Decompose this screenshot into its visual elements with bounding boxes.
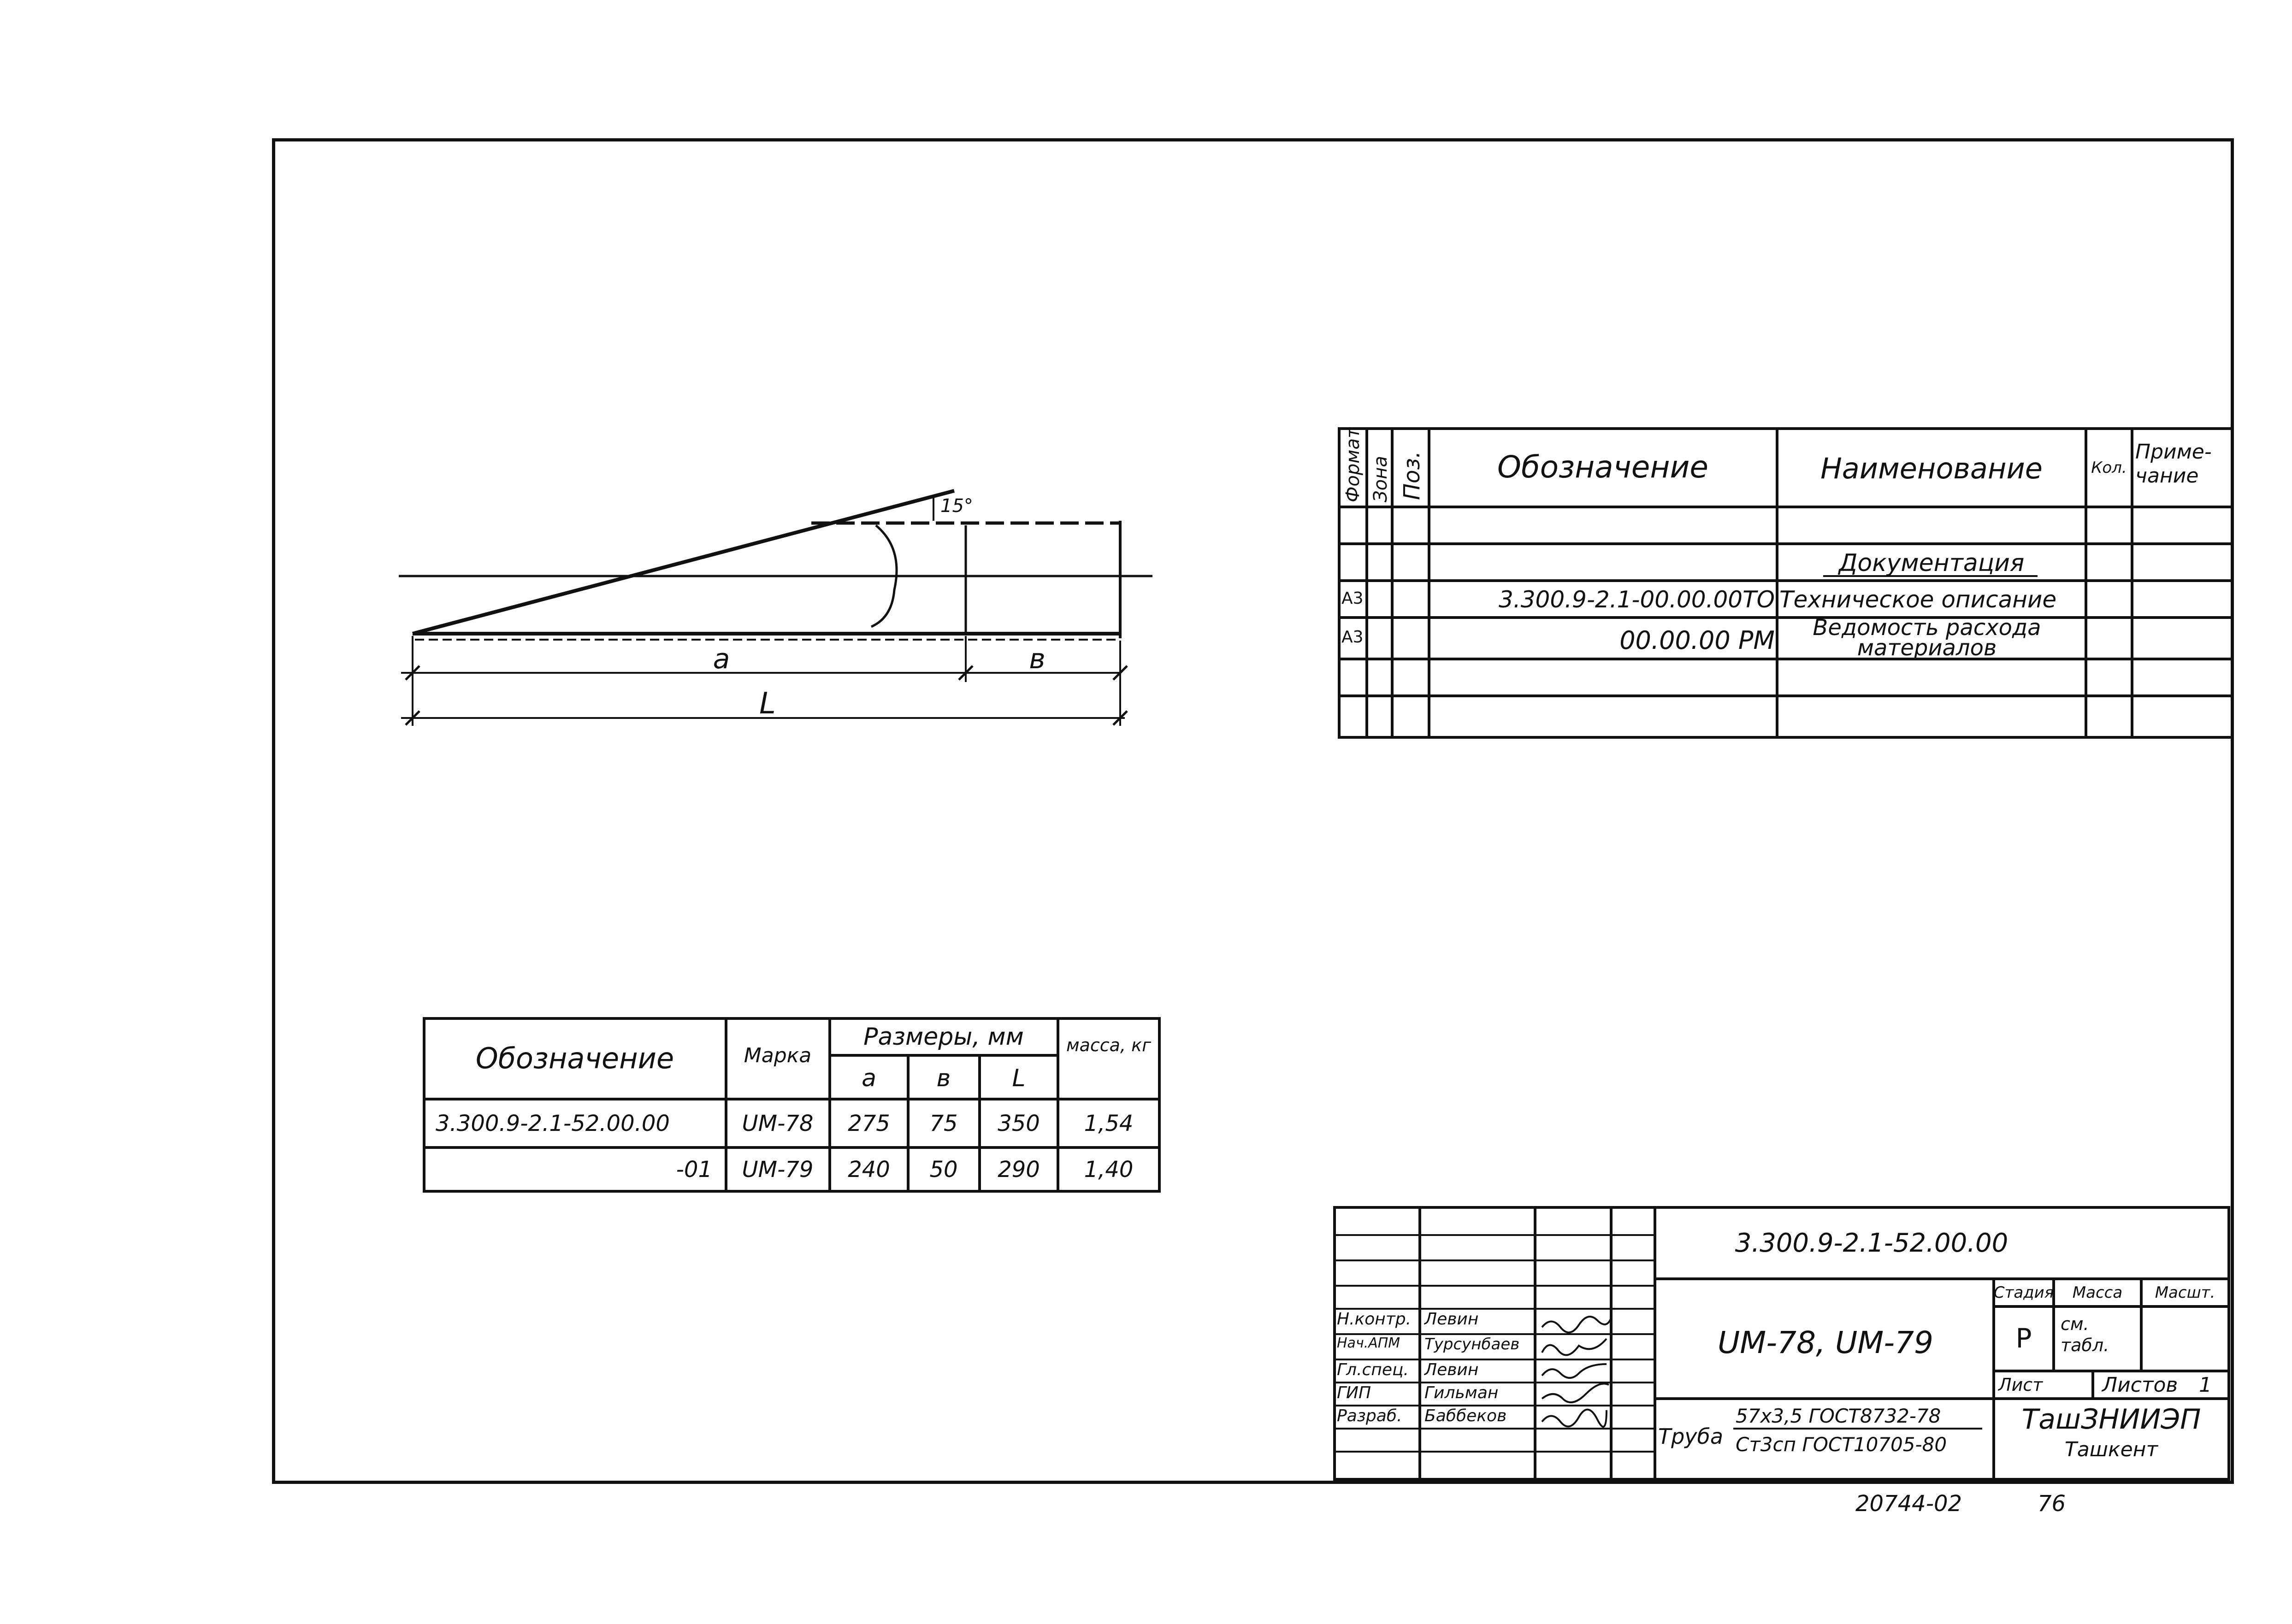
role-name: Левин	[1424, 1360, 1479, 1379]
inner-curve	[870, 524, 898, 628]
sizes-row-L: 290	[998, 1157, 1040, 1183]
sizes-row-b: 50	[929, 1157, 958, 1183]
sizes-row-mark: UM-79	[742, 1157, 814, 1183]
spec-row-name: Ведомость расхода материалов	[1813, 615, 2041, 661]
org-line1: ТашЗНИИЭП	[2021, 1403, 2201, 1436]
sizes-row-mark: UM-78	[742, 1111, 814, 1136]
mass-label: Масса	[2072, 1283, 2123, 1302]
spec-header-designation: Обозначение	[1497, 449, 1708, 485]
sheets-label: Листов	[2102, 1373, 2178, 1397]
signature	[1541, 1316, 1612, 1334]
role-label: Гл.спец.	[1337, 1360, 1409, 1379]
signature	[1541, 1408, 1607, 1428]
stage-label: Стадия	[1993, 1283, 2054, 1302]
page-number: 76	[2038, 1491, 2066, 1517]
signature	[1541, 1338, 1607, 1356]
role-label: ГИП	[1337, 1383, 1371, 1402]
role-label: Н.контр.	[1337, 1310, 1412, 1329]
sizes-row-a: 240	[848, 1157, 890, 1183]
spec-header-name: Наименование	[1820, 452, 2043, 485]
mass-value: см. табл.	[2061, 1314, 2109, 1355]
role-name: Турсунбаев	[1424, 1335, 1520, 1353]
sizes-row-a: 275	[848, 1111, 890, 1136]
spec-row-name: Техническое описание	[1779, 586, 2057, 613]
org-line2: Ташкент	[2064, 1438, 2158, 1461]
title-product: UM-78, UM-79	[1717, 1325, 1934, 1360]
sizes-header-b: в	[936, 1065, 951, 1092]
scale-label: Масшт.	[2155, 1283, 2215, 1302]
tick	[958, 665, 974, 681]
drawing-frame	[272, 138, 2234, 1484]
material-bottom: Ст3сп ГОСТ10705-80	[1736, 1433, 1947, 1456]
sheets-value: 1	[2199, 1373, 2212, 1397]
sizes-row-designation: 3.300.9-2.1-52.00.00	[436, 1111, 670, 1136]
spec-row-designation: 3.300.9-2.1-00.00.00ТО	[1499, 586, 1775, 613]
sizes-header-L: L	[1012, 1065, 1026, 1092]
angle-label: 15°	[940, 495, 973, 517]
spec-header-note: Приме- чание	[2135, 440, 2212, 488]
sizes-header-mark: Марка	[744, 1044, 812, 1067]
stage-value: Р	[2015, 1323, 2032, 1354]
dim-a-label: a	[713, 643, 730, 675]
sizes-header-sizes: Размеры, мм	[863, 1023, 1024, 1051]
tick	[1112, 710, 1128, 726]
role-name: Баббеков	[1424, 1406, 1507, 1425]
sizes-header-designation: Обозначение	[475, 1041, 674, 1075]
material-top: 57x3,5 ГОСТ8732-78	[1736, 1405, 1941, 1427]
role-name: Левин	[1424, 1310, 1479, 1329]
role-label: Разраб.	[1337, 1406, 1402, 1425]
sizes-header-mass: масса, кг	[1066, 1035, 1152, 1055]
role-name: Гильман	[1424, 1383, 1499, 1402]
dim-L-label: L	[759, 687, 776, 721]
spec-header-qty: Кол.	[2091, 459, 2127, 477]
spec-row-format: А3	[1341, 589, 1364, 608]
sizes-row-mass: 1,40	[1084, 1157, 1134, 1183]
tick	[405, 665, 420, 681]
spec-section-title: Документация	[1838, 549, 2025, 577]
dim-b-label: в	[1029, 643, 1046, 675]
archive-number: 20744-02	[1855, 1491, 1962, 1517]
sheet-label: Лист	[1998, 1375, 2043, 1395]
title-doc-code: 3.300.9-2.1-52.00.00	[1735, 1228, 2008, 1258]
sizes-row-designation: -01	[676, 1157, 712, 1183]
signature	[1541, 1383, 1609, 1403]
sizes-header-a: a	[862, 1065, 876, 1092]
sizes-row-mass: 1,54	[1084, 1111, 1134, 1136]
tick	[405, 710, 420, 726]
oblique-cut-line	[412, 489, 955, 635]
sizes-row-L: 350	[998, 1111, 1040, 1136]
signature	[1541, 1363, 1607, 1379]
role-label: Нач.АПМ	[1337, 1335, 1400, 1351]
material-prefix: Труба	[1658, 1424, 1724, 1449]
spec-row-format: А3	[1341, 628, 1364, 647]
sizes-row-b: 75	[929, 1111, 958, 1136]
spec-row-designation: 00.00.00 РМ	[1619, 626, 1775, 655]
tick	[1112, 665, 1128, 681]
